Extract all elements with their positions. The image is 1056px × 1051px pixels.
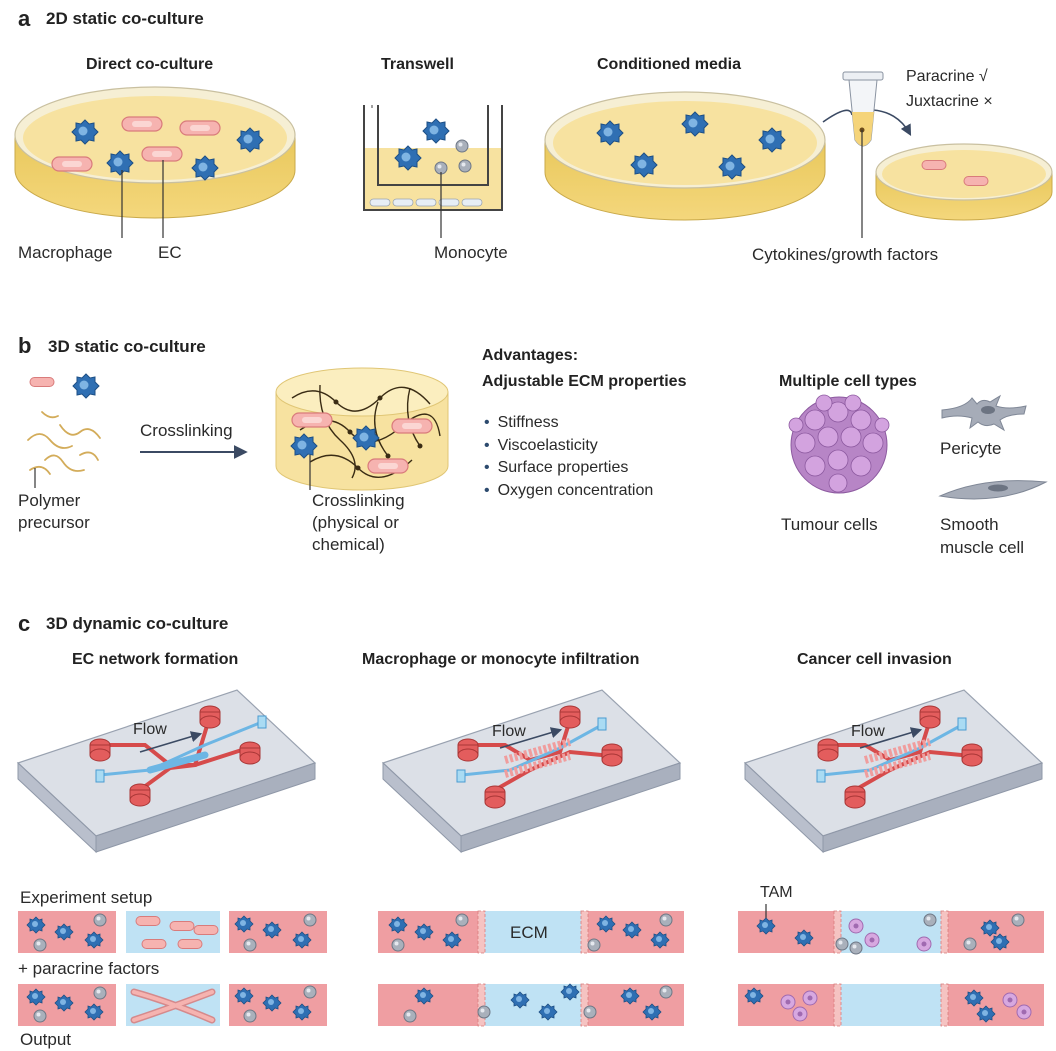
strip-infiltration-output xyxy=(378,983,684,1027)
direct-culture-dish xyxy=(14,86,296,238)
smooth-muscle-cell xyxy=(938,480,1048,500)
advantages-heading: Advantages: xyxy=(482,347,579,364)
cytokines-label: Cytokines/growth factors xyxy=(752,245,939,264)
hydrogel-cylinder xyxy=(275,367,449,491)
panel-letter-c: c xyxy=(18,611,31,636)
conditioned-media-dish xyxy=(544,91,826,221)
panel-letter-a: a xyxy=(18,6,31,31)
paracrine-factors-label: + paracrine factors xyxy=(18,959,160,978)
polymer-label-line1: Polymer xyxy=(18,491,81,510)
output-label: Output xyxy=(20,1030,72,1049)
media-transfer xyxy=(822,71,1053,238)
transwell-heading: Transwell xyxy=(381,56,454,73)
ec-label: EC xyxy=(158,243,182,262)
invasion-heading: Cancer cell invasion xyxy=(797,651,952,668)
ecm-properties-list: Stiffness Viscoelasticity Surface proper… xyxy=(484,412,654,503)
strip-ec-output xyxy=(18,984,327,1026)
direct-co-culture-heading: Direct co-culture xyxy=(86,56,214,73)
ecm-property-item: Stiffness xyxy=(484,412,653,435)
ecm-property-item: Oxygen concentration xyxy=(484,480,654,503)
strip-ec-setup xyxy=(18,911,327,953)
smooth-muscle-label-line2: muscle cell xyxy=(940,538,1025,557)
panel-b-title: 3D static co-culture xyxy=(48,337,206,356)
cells-and-polymer xyxy=(27,373,101,488)
strip-invasion-output xyxy=(738,983,1044,1027)
juxtacrine-label: Juxtacrine × xyxy=(906,93,993,110)
ec-network-heading: EC network formation xyxy=(72,651,239,668)
flow-label-3: Flow xyxy=(851,723,885,740)
tumour-spheroid xyxy=(788,394,890,494)
tam-label: TAM xyxy=(760,884,793,901)
monocyte-label: Monocyte xyxy=(434,243,508,262)
experiment-setup-label: Experiment setup xyxy=(20,888,153,907)
adjustable-ecm-heading: Adjustable ECM properties xyxy=(482,373,687,390)
flow-label-1: Flow xyxy=(133,721,167,738)
strip-infiltration-setup xyxy=(378,910,684,954)
smooth-muscle-label-line1: Smooth xyxy=(940,515,999,534)
ecm-property-item: Viscoelasticity xyxy=(484,435,653,458)
crosslinking-label-line2: (physical or xyxy=(312,513,399,532)
paracrine-label: Paracrine √ xyxy=(906,68,988,85)
panel-letter-b: b xyxy=(18,333,32,358)
chip-ec-network xyxy=(16,689,317,854)
multiple-cell-types-heading: Multiple cell types xyxy=(779,373,917,390)
pericyte-label: Pericyte xyxy=(940,439,1002,458)
conditioned-media-heading: Conditioned media xyxy=(597,56,741,73)
flow-label-2: Flow xyxy=(492,723,526,740)
ecm-label: ECM xyxy=(510,923,548,942)
panel-a-title: 2D static co-culture xyxy=(46,9,204,28)
tumour-cells-label: Tumour cells xyxy=(781,515,878,534)
strip-invasion-setup xyxy=(738,904,1044,955)
crosslinking-label-line1: Crosslinking xyxy=(312,491,405,510)
macrophage-label: Macrophage xyxy=(18,243,113,262)
crosslinking-arrow-label: Crosslinking xyxy=(140,421,233,440)
crosslinking-label-line3: chemical) xyxy=(312,535,385,554)
pericyte xyxy=(941,394,1027,432)
polymer-label-line2: precursor xyxy=(18,513,90,532)
ecm-property-item: Surface properties xyxy=(484,457,653,480)
infiltration-heading: Macrophage or monocyte infiltration xyxy=(362,651,640,668)
panel-c-title: 3D dynamic co-culture xyxy=(46,614,229,633)
chip-invasion xyxy=(743,689,1044,854)
chip-infiltration xyxy=(381,689,682,854)
transwell-insert xyxy=(363,105,503,238)
